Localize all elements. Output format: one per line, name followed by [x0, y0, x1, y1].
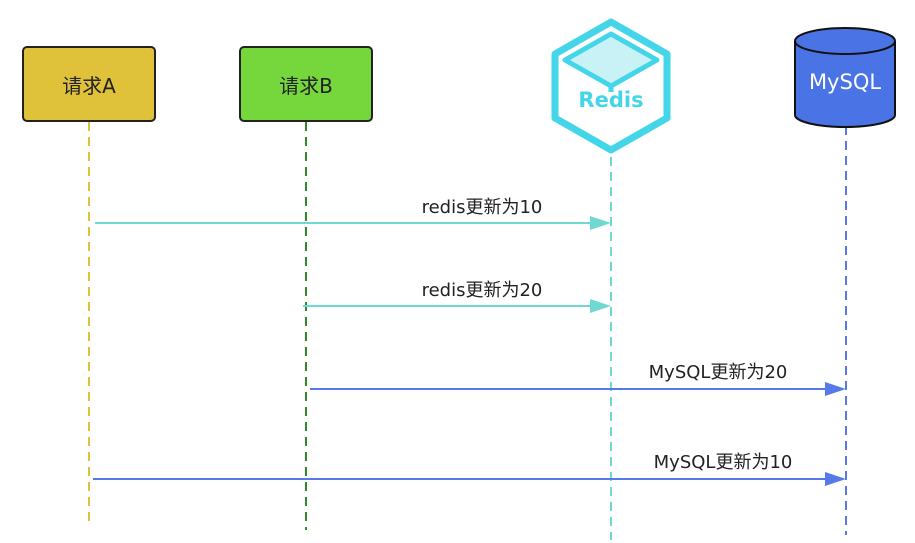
message-arrow: [95, 216, 611, 230]
participant-label: 请求A: [62, 73, 116, 98]
participant-label: 请求B: [279, 73, 333, 98]
message-arrow: [303, 299, 611, 313]
message-label: redis更新为10: [421, 197, 543, 218]
redis-logo: Redis: [551, 18, 671, 154]
message-arrow: [310, 382, 846, 396]
participant-request-b: 请求B: [239, 46, 373, 122]
message-arrow: [93, 472, 846, 486]
participant-request-a: 请求A: [22, 46, 156, 122]
redis-label: Redis: [578, 88, 643, 112]
message-label: redis更新为20: [421, 280, 543, 301]
message-label: MySQL更新为10: [653, 452, 793, 473]
mysql-label: MySQL: [809, 70, 881, 94]
message-label: MySQL更新为20: [648, 362, 788, 383]
mysql-database-icon: MySQL: [794, 27, 896, 128]
